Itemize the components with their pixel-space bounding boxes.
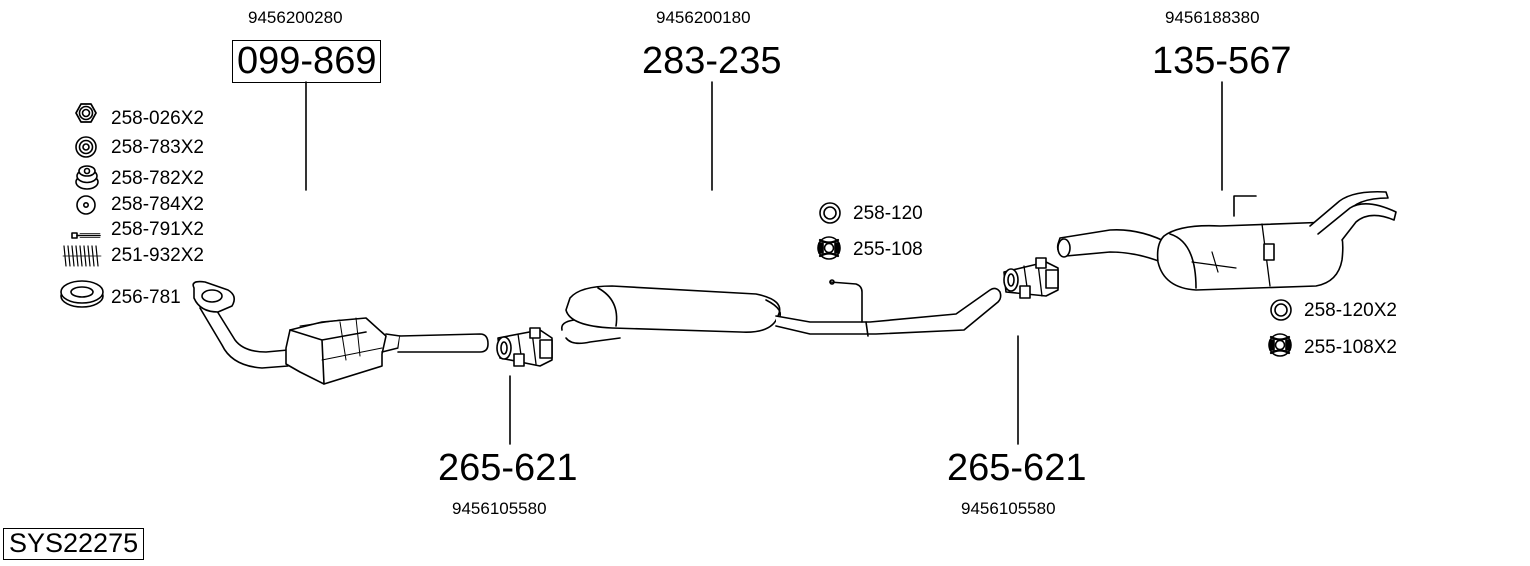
oe-number-middle-silencer: 9456200180 (656, 8, 751, 27)
accessory-label-bolt: 258-791X2 (111, 219, 204, 240)
ring-icon (1270, 299, 1292, 321)
accessory-label-washer: 258-783X2 (111, 137, 204, 158)
spring-icon (62, 245, 102, 267)
gasket-icon (60, 280, 104, 308)
hex-nut-icon (75, 103, 97, 123)
part-number-clamp-1: 265-621 (438, 447, 578, 489)
bolt-icon (71, 232, 101, 239)
accessory-label-bush: 258-782X2 (111, 168, 204, 189)
part-number-rear-silencer: 135-567 (1152, 40, 1292, 82)
catalytic-converter (192, 280, 489, 385)
clamp-2 (1003, 257, 1059, 299)
oe-number-catalyst: 9456200280 (248, 8, 343, 27)
accessory-label-spring: 251-932X2 (111, 245, 204, 266)
part-number-middle-silencer: 283-235 (642, 40, 782, 82)
accessory-label-ring-right: 258-120X2 (1304, 300, 1397, 321)
accessory-label-hex-nut: 258-026X2 (111, 108, 204, 129)
part-number-catalyst: 099-869 (232, 40, 382, 83)
rubber-mount-icon (1268, 333, 1292, 357)
oe-number-clamp-2: 9456105580 (961, 499, 1056, 518)
accessory-label-gasket: 256-781 (111, 287, 181, 308)
rear-silencer (1056, 190, 1397, 291)
accessory-label-rubber-mount-right: 255-108X2 (1304, 337, 1397, 358)
part-number-clamp-2: 265-621 (947, 447, 1087, 489)
middle-silencer (560, 279, 1002, 345)
accessory-label-ring-mid: 258-120 (853, 203, 923, 224)
rubber-mount-icon (817, 236, 841, 260)
ring-icon (76, 195, 96, 215)
oe-number-rear-silencer: 9456188380 (1165, 8, 1260, 27)
clamp-1 (496, 327, 553, 367)
system-code: SYS22275 (3, 528, 145, 560)
accessory-label-rubber-mount-mid: 255-108 (853, 239, 923, 260)
bush-icon (75, 165, 99, 190)
ring-icon (819, 202, 841, 224)
washer-icon (75, 136, 97, 158)
accessory-label-ring: 258-784X2 (111, 194, 204, 215)
oe-number-clamp-1: 9456105580 (452, 499, 547, 518)
